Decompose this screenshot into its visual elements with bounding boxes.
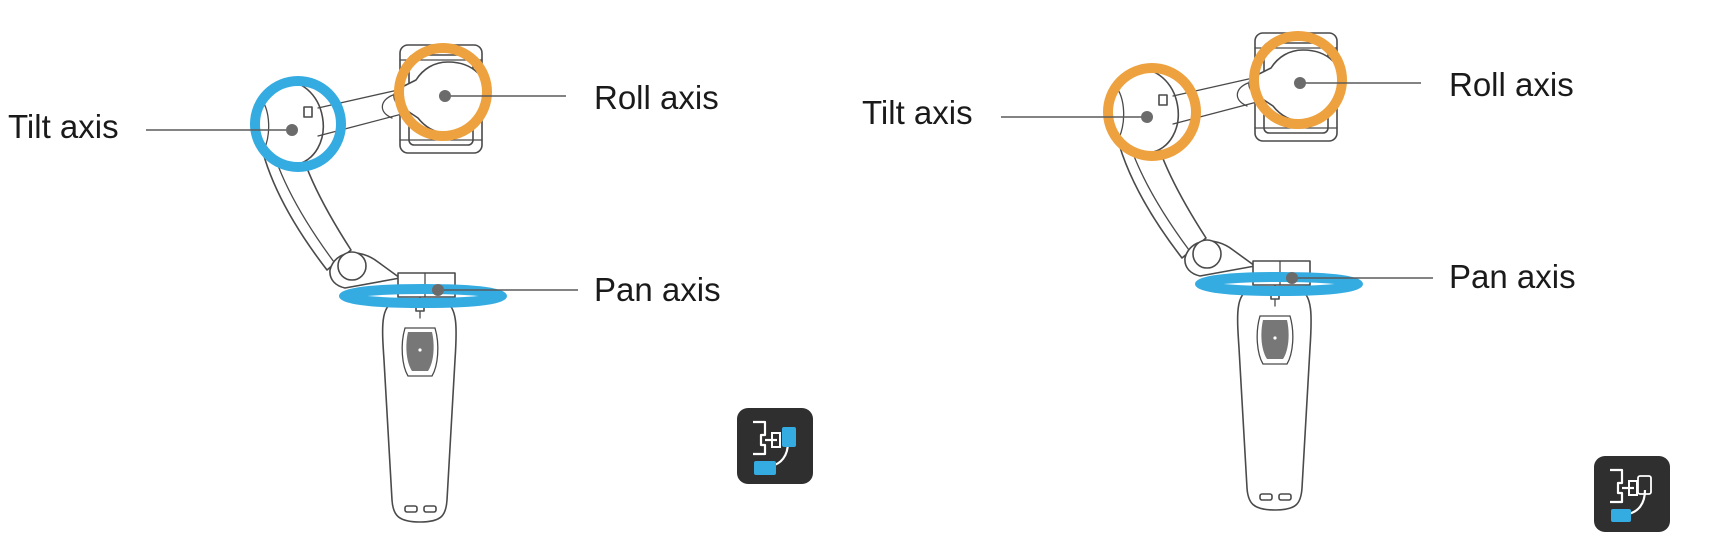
mode-icon-highlight-bottom <box>1611 509 1631 522</box>
roll-axis-ring <box>394 43 492 141</box>
gimbal-diagram-right: Tilt axis Roll axis Pan axis <box>862 31 1672 534</box>
mode-icon-highlight-bottom <box>754 461 776 475</box>
roll-axis-dot <box>1294 77 1306 89</box>
tilt-axis-label: Tilt axis <box>8 108 119 145</box>
tilt-axis-ring <box>1103 63 1201 161</box>
pan-axis-label: Pan axis <box>1449 258 1576 295</box>
gimbal-mode-icon <box>1592 454 1672 534</box>
pan-axis-ring <box>1195 272 1363 296</box>
pan-axis-label: Pan axis <box>594 271 721 308</box>
roll-axis-label: Roll axis <box>594 79 719 116</box>
tilt-axis-dot <box>1141 111 1153 123</box>
mode-icon-outline-top <box>1637 475 1652 495</box>
mode-icon-highlight-top <box>782 427 796 447</box>
roll-axis-dot <box>439 90 451 102</box>
tilt-axis-dot <box>286 124 298 136</box>
tilt-axis-ring <box>250 76 346 172</box>
gimbal-drawing <box>1102 32 1344 511</box>
pan-axis-dot <box>1286 272 1298 284</box>
pan-axis-dot <box>432 284 444 296</box>
tilt-axis-label: Tilt axis <box>862 94 973 131</box>
roll-axis-label: Roll axis <box>1449 66 1574 103</box>
roll-axis-ring <box>1249 31 1347 129</box>
pan-axis-ring <box>339 284 507 308</box>
gimbal-diagram-left: Tilt axis Roll axis Pan axis <box>8 43 815 523</box>
gimbal-mode-icon <box>735 406 815 486</box>
gimbal-drawing <box>247 44 489 523</box>
